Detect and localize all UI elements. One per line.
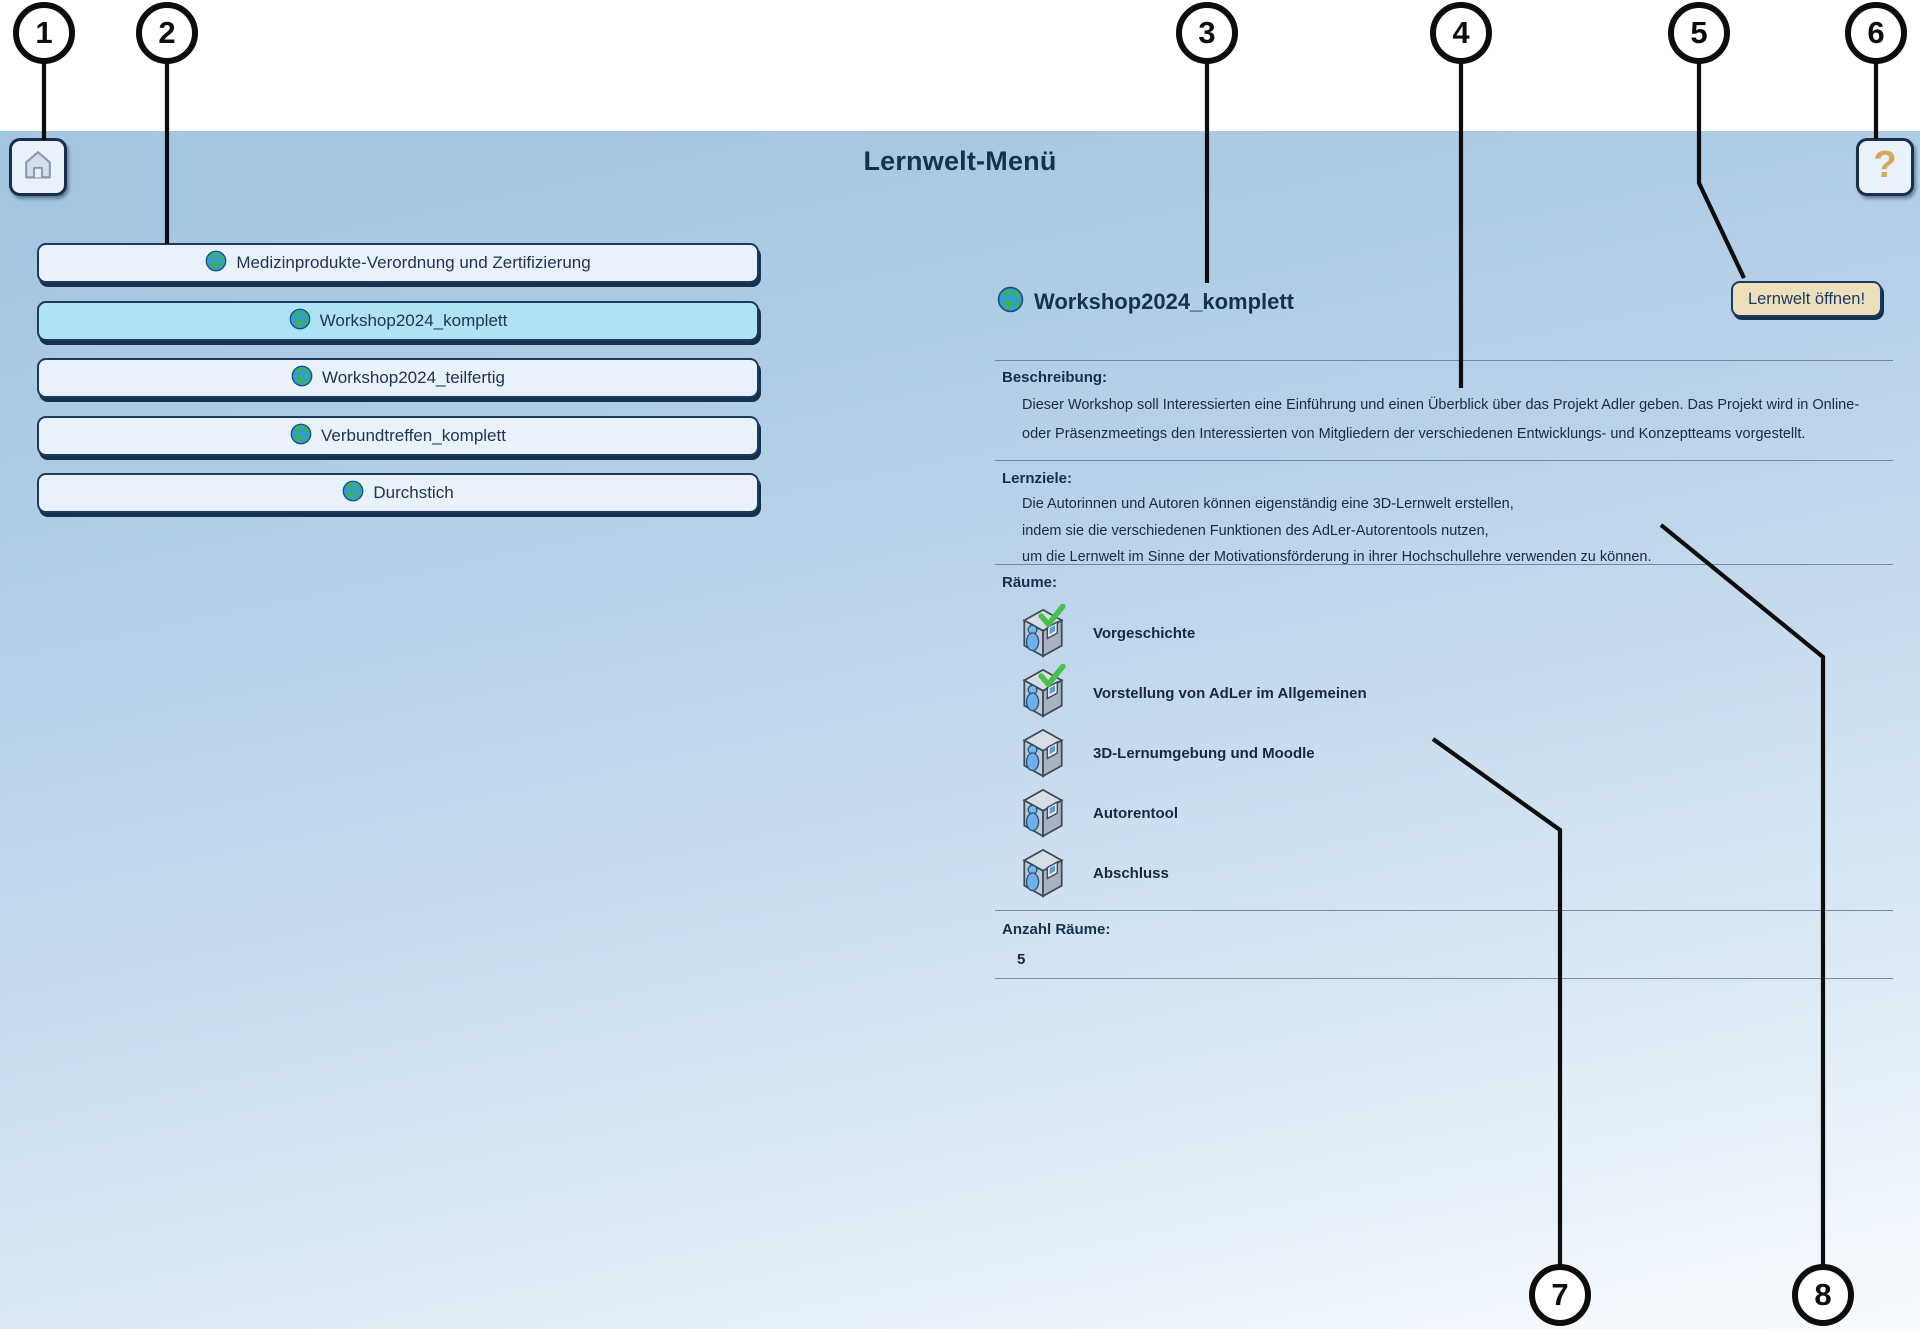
goal-line: Die Autorinnen und Autoren können eigens… xyxy=(1022,496,1514,512)
callout-3: 3 xyxy=(1176,2,1238,64)
world-item-verbundtreffen[interactable]: Verbundtreffen_komplett xyxy=(37,416,759,456)
help-button[interactable]: ? xyxy=(1856,138,1914,196)
world-item-label: Workshop2024_komplett xyxy=(319,311,508,330)
rooms-label: Räume: xyxy=(1002,574,1058,591)
world-item-workshop2024-komplett[interactable]: Workshop2024_komplett xyxy=(37,301,759,341)
divider xyxy=(995,360,1893,361)
goals-label: Lernziele: xyxy=(1002,470,1073,487)
globe-icon xyxy=(291,365,313,392)
divider xyxy=(995,978,1893,979)
home-button[interactable] xyxy=(9,138,67,196)
room-name: Autorentool xyxy=(1093,804,1178,822)
room-count-value: 5 xyxy=(1017,951,1026,968)
world-item-workshop2024-teilfertig[interactable]: Workshop2024_teilfertig xyxy=(37,358,759,398)
completed-check-icon xyxy=(1037,603,1067,633)
callout-7: 7 xyxy=(1529,1264,1591,1326)
room-cube-icon xyxy=(1021,603,1066,658)
home-icon xyxy=(20,147,56,188)
world-item-label: Medizinprodukte-Verordnung und Zertifizi… xyxy=(236,253,591,272)
globe-icon xyxy=(289,308,311,335)
callout-2: 2 xyxy=(136,2,198,64)
description-text-line: oder Präsenzmeetings den Interessierten … xyxy=(1022,426,1806,442)
room-row: 3D-Lernumgebung und Moodle xyxy=(1021,728,1315,778)
room-row: Autorentool xyxy=(1021,788,1178,838)
room-name: Abschluss xyxy=(1093,864,1169,882)
world-item-medizinprodukte[interactable]: Medizinprodukte-Verordnung und Zertifizi… xyxy=(37,243,759,283)
callout-4: 4 xyxy=(1430,2,1492,64)
selected-world-header: Workshop2024_komplett xyxy=(997,286,1294,318)
description-label: Beschreibung: xyxy=(1002,369,1108,386)
description-text-line: Dieser Workshop soll Interessierten eine… xyxy=(1022,397,1860,413)
world-item-label: Durchstich xyxy=(373,483,454,502)
room-cube-icon xyxy=(1021,788,1065,838)
callout-8: 8 xyxy=(1792,1264,1854,1326)
globe-icon xyxy=(290,423,312,450)
room-cube-icon xyxy=(1021,728,1065,778)
globe-icon xyxy=(205,250,227,277)
room-cube-icon xyxy=(1021,663,1066,718)
goal-line: um die Lernwelt im Sinne der Motivations… xyxy=(1022,549,1652,565)
globe-icon xyxy=(997,286,1024,318)
question-mark-icon: ? xyxy=(1873,144,1897,186)
room-row: Vorstellung von AdLer im Allgemeinen xyxy=(1021,663,1367,718)
room-name: Vorstellung von AdLer im Allgemeinen xyxy=(1093,684,1367,702)
divider xyxy=(995,564,1893,565)
room-count-label: Anzahl Räume: xyxy=(1002,921,1111,938)
callout-5: 5 xyxy=(1668,2,1730,64)
callout-6: 6 xyxy=(1845,2,1907,64)
open-lernwelt-button[interactable]: Lernwelt öffnen! xyxy=(1731,281,1882,317)
world-item-label: Workshop2024_teilfertig xyxy=(321,368,505,387)
callout-1: 1 xyxy=(13,2,75,64)
world-item-durchstich[interactable]: Durchstich xyxy=(37,473,759,513)
room-row: Vorgeschichte xyxy=(1021,603,1196,658)
room-name: 3D-Lernumgebung und Moodle xyxy=(1093,744,1315,762)
room-row: Abschluss xyxy=(1021,848,1169,898)
divider xyxy=(995,910,1893,911)
globe-icon xyxy=(342,480,364,507)
page-title: Lernwelt-Menü xyxy=(863,146,1057,176)
selected-world-title: Workshop2024_komplett xyxy=(1034,289,1295,314)
room-name: Vorgeschichte xyxy=(1093,624,1196,642)
world-item-label: Verbundtreffen_komplett xyxy=(321,426,506,445)
divider xyxy=(995,460,1893,461)
goal-line: indem sie die verschiedenen Funktionen d… xyxy=(1022,523,1489,539)
room-cube-icon xyxy=(1021,848,1065,898)
completed-check-icon xyxy=(1037,663,1067,693)
